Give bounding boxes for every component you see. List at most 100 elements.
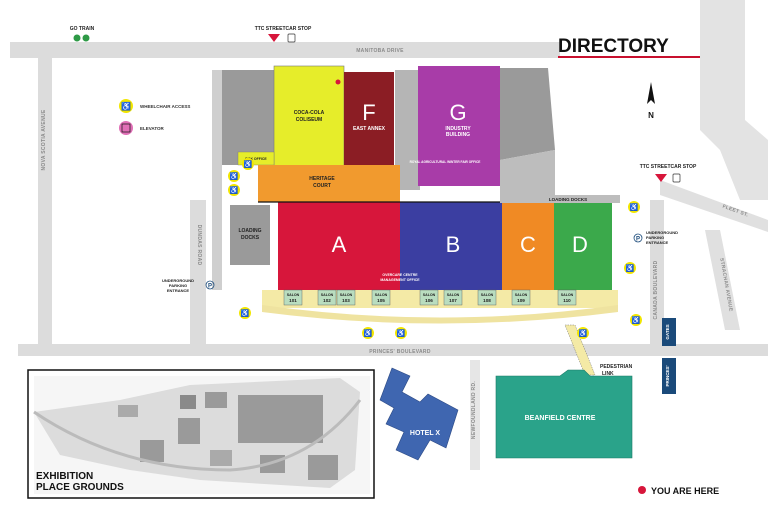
parking-right-1: UNDERGROUND <box>646 230 678 235</box>
hall-d-letter: D <box>572 232 588 257</box>
parking-left-icon <box>205 280 215 290</box>
wheelchair-glyph: ♿ <box>230 172 239 181</box>
svg-text:P: P <box>636 237 640 243</box>
wheelchair-access-icon <box>628 201 640 213</box>
hotel-x-label: HOTEL X <box>410 430 441 437</box>
beanfield-label: BEANFIELD CENTRE <box>525 415 596 422</box>
you-are-here-marker <box>335 79 341 85</box>
parking-left-2: PARKING <box>169 283 187 288</box>
royal-office-label: ROYAL AGRICULTURAL WINTER FAIR OFFICE <box>410 160 481 164</box>
pedestrian-label-1: PEDESTRIAN <box>600 364 633 370</box>
hall-g-name-1: INDUSTRY <box>445 126 471 132</box>
hall-g-industry-building[interactable] <box>418 66 500 186</box>
hall-a-letter: A <box>332 232 347 257</box>
box-office-label: BOX OFFICE <box>245 157 267 161</box>
salon-box <box>336 289 356 306</box>
wheelchair-access-icon <box>228 170 240 182</box>
wheelchair-glyph: ♿ <box>579 329 588 338</box>
elevator-legend-label: ELEVATOR <box>140 126 165 131</box>
ttc-top-label: TTC STREETCAR STOP <box>255 26 312 32</box>
wheelchair-access-icon <box>577 327 589 339</box>
wheelchair-glyph: ♿ <box>632 316 641 325</box>
wheelchair-access-icon <box>624 262 636 274</box>
elevator-legend-icon <box>119 121 133 135</box>
salon-word: SALON <box>287 293 300 297</box>
road-label-nova-scotia: NOVA SCOTIA AVENUE <box>41 109 47 170</box>
coca-cola-coliseum[interactable] <box>273 65 345 172</box>
salon-number: 103 <box>342 298 350 303</box>
inset-title-2: PLACE GROUNDS <box>36 482 124 493</box>
salon-box <box>283 289 303 306</box>
ttc-logo-icon-right <box>655 174 667 182</box>
hall-f-name: EAST ANNEX <box>353 126 386 132</box>
princes-gate-label: PRINCES' <box>665 365 670 386</box>
salon-number: 108 <box>483 298 491 303</box>
parking-left-3: ENTRANCE <box>167 288 190 293</box>
salon-number: 109 <box>517 298 525 303</box>
go-train-icon <box>73 34 81 42</box>
road-label-dufferin: DUNDAS ROAD <box>196 225 202 266</box>
wheelchair-access-icon <box>630 314 642 326</box>
coliseum-label-1: COCA-COLA <box>294 110 325 116</box>
hall-b-letter: B <box>446 232 461 257</box>
inset-map: EXHIBITION PLACE GROUNDS <box>27 369 375 499</box>
heritage-label-1: HERITAGE <box>309 176 335 182</box>
hall-c[interactable] <box>502 202 554 290</box>
go-train-icon-2 <box>82 34 90 42</box>
you-are-here-label: YOU ARE HERE <box>651 486 719 496</box>
road-label-princes: PRINCES' BOULEVARD <box>369 349 431 355</box>
overcare-label-2: MANAGEMENT OFFICE <box>380 278 420 282</box>
salon-box <box>511 289 531 306</box>
salon-number: 106 <box>425 298 433 303</box>
wheelchair-access-icon <box>239 307 251 319</box>
compass-label: N <box>648 111 654 120</box>
salon-word: SALON <box>423 293 436 297</box>
hall-g-name-2: BUILDING <box>446 132 470 138</box>
inset-title-1: EXHIBITION <box>36 471 93 482</box>
hall-g-letter: G <box>449 100 466 125</box>
hall-a[interactable] <box>278 202 400 290</box>
wheelchair-glyph: ♿ <box>630 203 639 212</box>
parking-right-3: ENTRANCE <box>646 240 669 245</box>
heritage-label-2: COURT <box>313 183 331 189</box>
south-buildings: PEDESTRIAN LINK HOTEL X BEANFIELD CENTRE… <box>379 318 676 461</box>
salon-box <box>371 289 391 306</box>
hall-f-east-annex[interactable] <box>344 72 394 167</box>
hotel-x[interactable] <box>379 367 459 461</box>
hall-b[interactable] <box>400 202 502 290</box>
salon-box <box>419 289 439 306</box>
ttc-logo-icon <box>268 34 280 42</box>
you-are-here-dot <box>638 486 646 494</box>
go-train-label: GO TRAIN <box>70 26 95 32</box>
wheelchair-glyph: ♿ <box>397 329 406 338</box>
you-are-here-legend: YOU ARE HERE <box>638 486 719 496</box>
directory-title: DIRECTORY <box>558 36 669 57</box>
salon-word: SALON <box>515 293 528 297</box>
hall-d[interactable] <box>554 202 612 290</box>
salon-word: SALON <box>321 293 334 297</box>
heritage-court[interactable] <box>258 165 400 202</box>
road-label-manitoba: MANITOBA DRIVE <box>356 48 404 54</box>
wheelchair-glyph: ♿ <box>230 186 239 195</box>
wheelchair-glyph: ♿ <box>241 309 250 318</box>
road-label-newfoundland: NEWFOUNDLAND RD. <box>471 381 477 439</box>
halls: COCA-COLA COLISEUM F EAST ANNEX G INDUST… <box>237 65 620 324</box>
beanfield-centre[interactable] <box>495 369 633 459</box>
salon-box <box>477 289 497 306</box>
svg-text:♿: ♿ <box>121 101 131 111</box>
loading-docks-top <box>500 195 620 203</box>
salon-number: 101 <box>289 298 297 303</box>
pedestrian-label-2: LINK <box>602 371 614 377</box>
road-label-canada: CANADA BOULEVARD <box>653 260 659 319</box>
coliseum-label-2: COLISEUM <box>296 117 322 123</box>
streetcar-icon <box>287 33 296 43</box>
